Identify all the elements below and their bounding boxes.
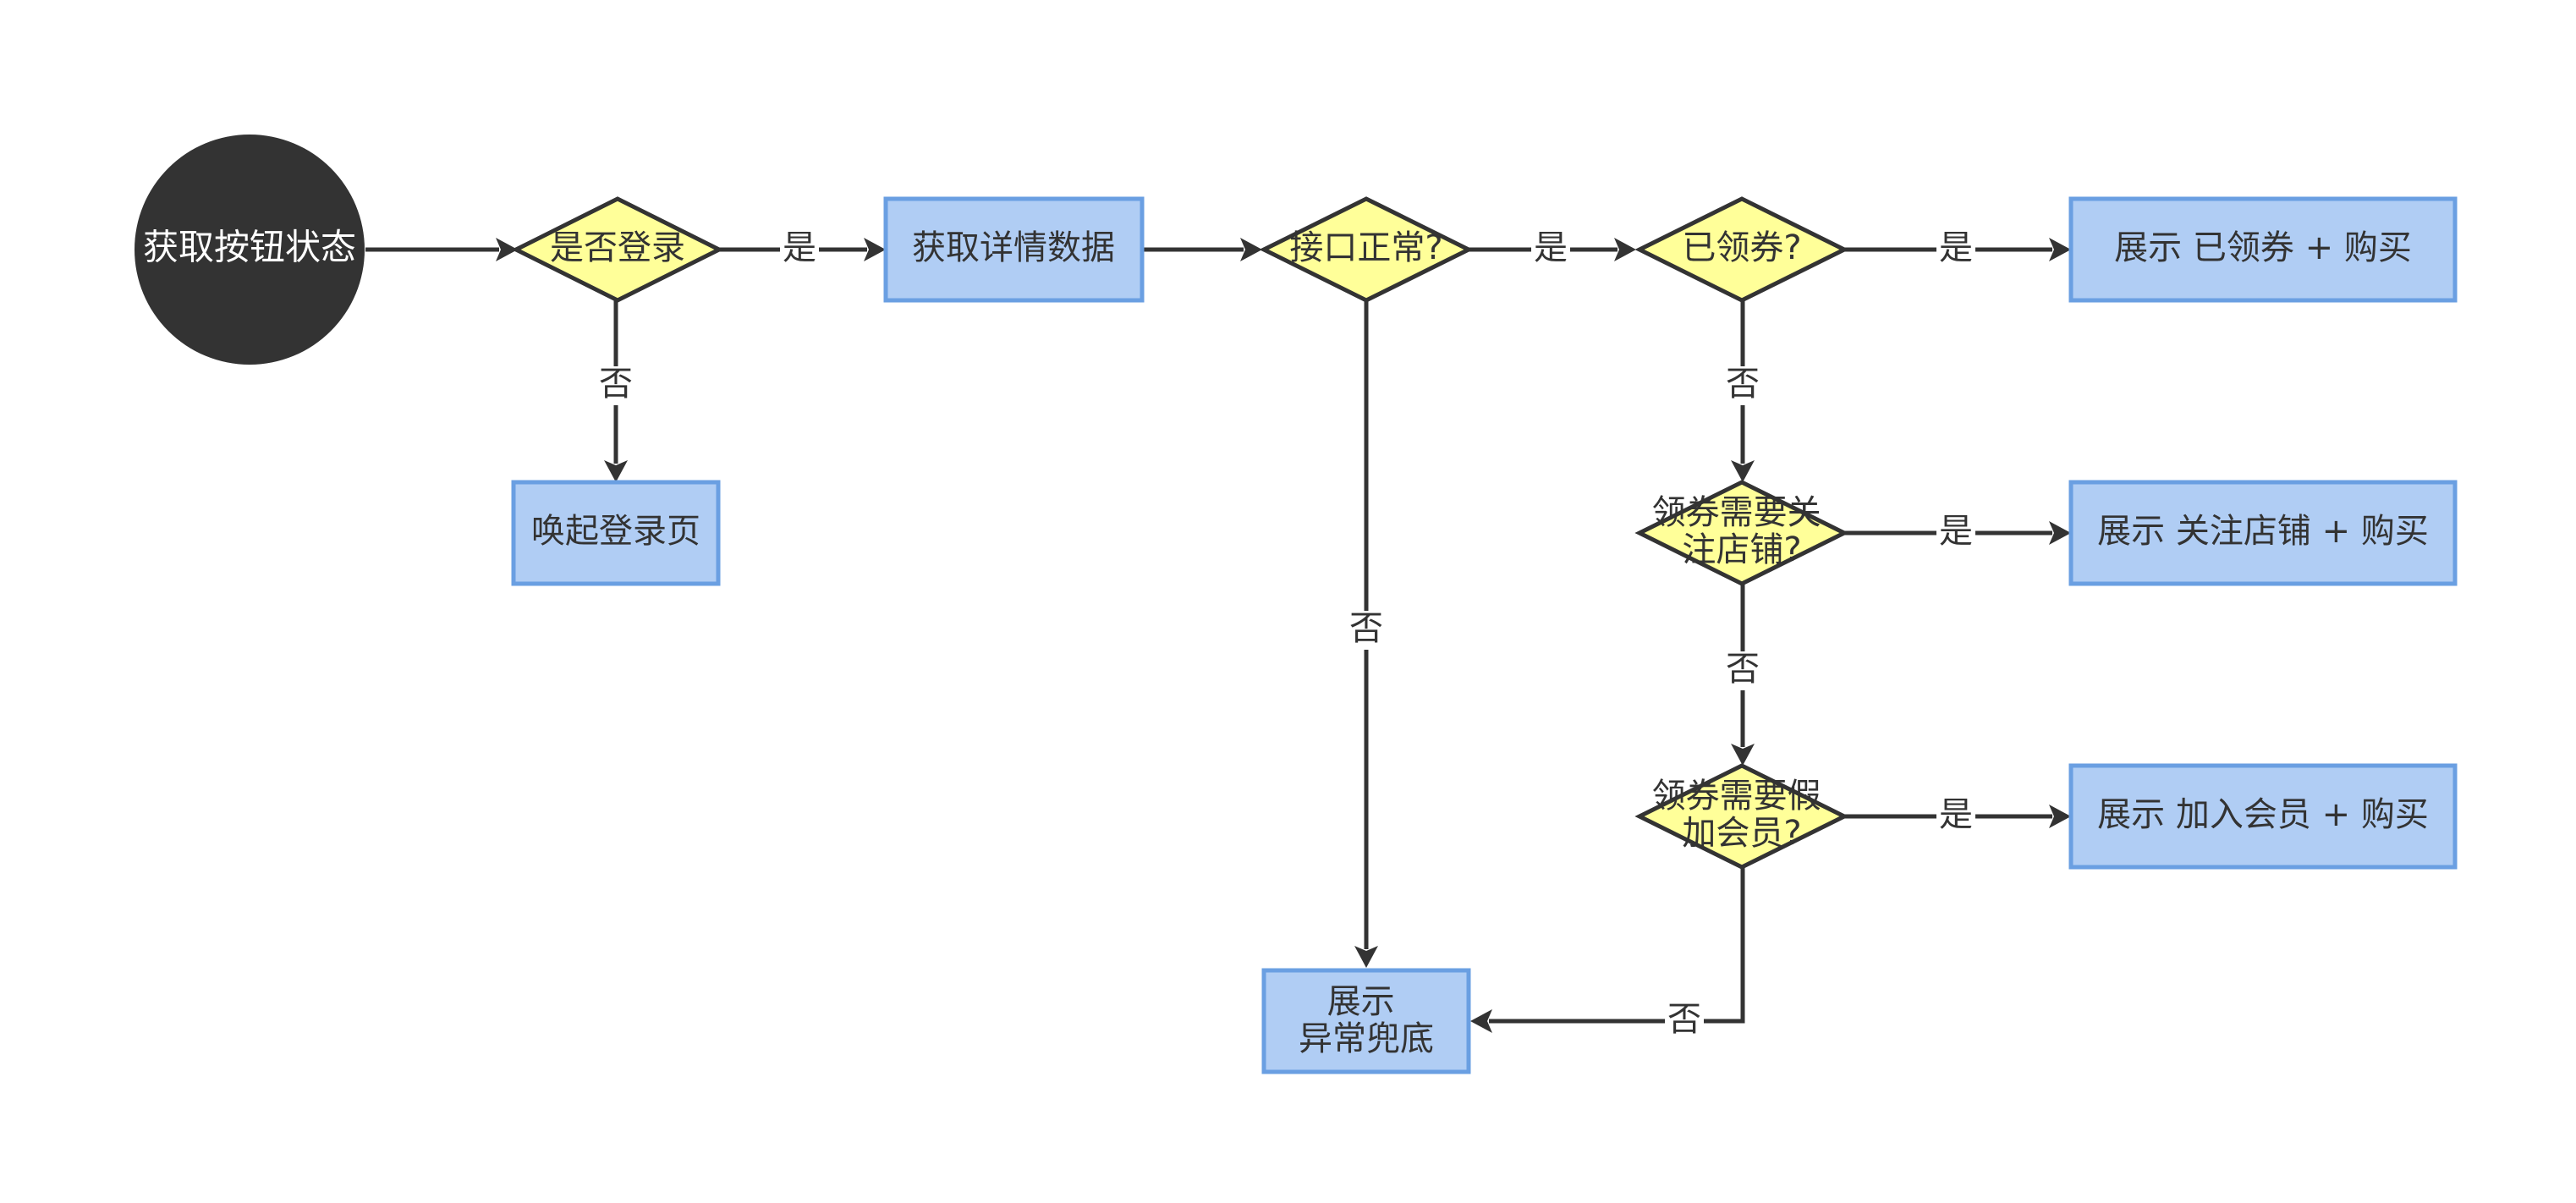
process-show-taken-buy-label: 展示 已领券 + 购买 (2114, 228, 2412, 267)
process-login-page-label: 唤起登录页 (531, 512, 700, 551)
decision-api-ok: 接口正常? (1259, 196, 1474, 303)
decision-is-logged-in-label: 是否登录 (550, 228, 685, 267)
label-follow-yes: 是 (1939, 512, 1973, 551)
edge-labels: 是 否 是 否 是 否 是 否 是 否 (596, 228, 1975, 1041)
decision-need-follow-line-2: 注店铺? (1682, 530, 1801, 569)
decision-need-member: 领券需要假 加会员? (1634, 763, 1849, 870)
label-login-yes: 是 (783, 228, 816, 267)
process-fetch-detail: 获取详情数据 (883, 196, 1145, 303)
decision-need-follow-label: 领券需要关 注店铺? (1652, 493, 1832, 569)
decision-need-member-line-2: 加会员? (1682, 814, 1801, 853)
start-node: 获取按钮状态 (135, 135, 365, 365)
process-show-error: 展示 异常兜底 (1261, 968, 1471, 1074)
process-fetch-detail-label: 获取详情数据 (912, 228, 1115, 267)
arrow-detail-to-api-check (1240, 238, 1262, 261)
process-show-follow-buy-label: 展示 关注店铺 + 购买 (2097, 512, 2429, 551)
decision-api-ok-label: 接口正常? (1289, 228, 1442, 267)
process-show-member-buy-label: 展示 加入会员 + 购买 (2097, 795, 2429, 834)
arrow-member-no (1470, 1009, 1492, 1033)
label-member-yes: 是 (1939, 795, 1973, 834)
start-node-label: 获取按钮状态 (143, 227, 356, 268)
nodes: 获取按钮状态 是否登录 唤起登录页 获取详情数据 接口正常? 已领券? (135, 135, 2458, 1074)
arrow-taken-no (1731, 460, 1755, 482)
process-show-member-buy: 展示 加入会员 + 购买 (2068, 763, 2458, 870)
decision-need-member-label: 领券需要假 加会员? (1652, 777, 1832, 853)
decision-need-follow: 领券需要关 注店铺? (1634, 480, 1849, 586)
label-member-no: 否 (1667, 1000, 1701, 1039)
decision-coupon-taken-label: 已领券? (1682, 228, 1801, 267)
edge-member-no (1489, 867, 1745, 1024)
decision-need-member-line-1: 领券需要假 (1652, 777, 1821, 816)
arrow-follow-no (1731, 744, 1755, 766)
label-follow-no: 否 (1726, 650, 1760, 689)
process-show-error-line-1: 展示 (1327, 982, 1395, 1021)
arrow-login-no (604, 460, 628, 482)
arrow-login-yes (864, 238, 886, 261)
arrow-api-no (1354, 946, 1378, 968)
decision-need-follow-line-1: 领券需要关 (1652, 493, 1821, 532)
process-show-follow-buy: 展示 关注店铺 + 购买 (2068, 480, 2458, 586)
arrow-start-to-login-check (496, 238, 518, 261)
arrow-member-yes (2049, 805, 2071, 828)
process-show-error-line-2: 异常兜底 (1299, 1019, 1434, 1058)
arrow-api-yes (1614, 238, 1636, 261)
edges (365, 238, 2071, 1033)
decision-coupon-taken: 已领券? (1634, 196, 1849, 303)
arrow-follow-yes (2049, 521, 2071, 545)
arrow-taken-yes (2049, 238, 2071, 261)
process-login-page: 唤起登录页 (511, 480, 721, 586)
process-show-error-label: 展示 异常兜底 (1299, 982, 1434, 1058)
label-api-no: 否 (1349, 609, 1383, 648)
label-taken-yes: 是 (1939, 228, 1973, 267)
label-login-no: 否 (599, 365, 633, 404)
decision-is-logged-in: 是否登录 (511, 196, 724, 303)
label-api-yes: 是 (1534, 228, 1568, 267)
process-show-taken-buy: 展示 已领券 + 购买 (2068, 196, 2458, 303)
label-taken-no: 否 (1726, 365, 1760, 404)
